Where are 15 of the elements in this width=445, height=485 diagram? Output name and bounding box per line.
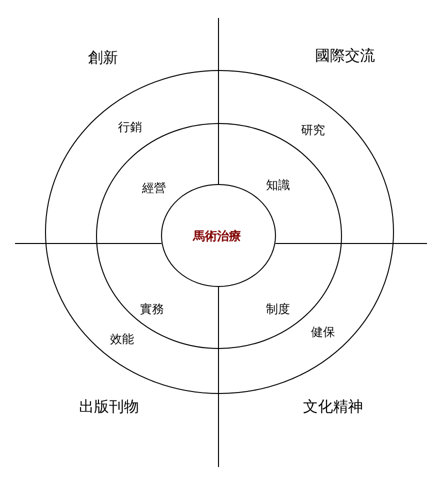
ring-label: 健保 bbox=[311, 326, 335, 338]
ring-label: 實務 bbox=[140, 303, 164, 315]
quadrant-label: 國際交流 bbox=[315, 48, 375, 64]
ring-label: 研究 bbox=[301, 124, 325, 136]
middle-ellipse bbox=[96, 123, 342, 349]
outer-ellipse bbox=[45, 70, 394, 394]
ring-label: 知識 bbox=[266, 179, 290, 191]
ring-label: 制度 bbox=[266, 303, 290, 315]
ring-label: 效能 bbox=[110, 333, 134, 345]
center-label: 馬術治療 bbox=[193, 230, 241, 242]
quadrant-label: 出版刊物 bbox=[79, 400, 139, 414]
ring-label: 經營 bbox=[142, 182, 166, 194]
ring-label: 行銷 bbox=[118, 121, 142, 133]
quadrant-label: 文化精神 bbox=[303, 400, 363, 414]
quadrant-label: 創新 bbox=[88, 50, 118, 66]
